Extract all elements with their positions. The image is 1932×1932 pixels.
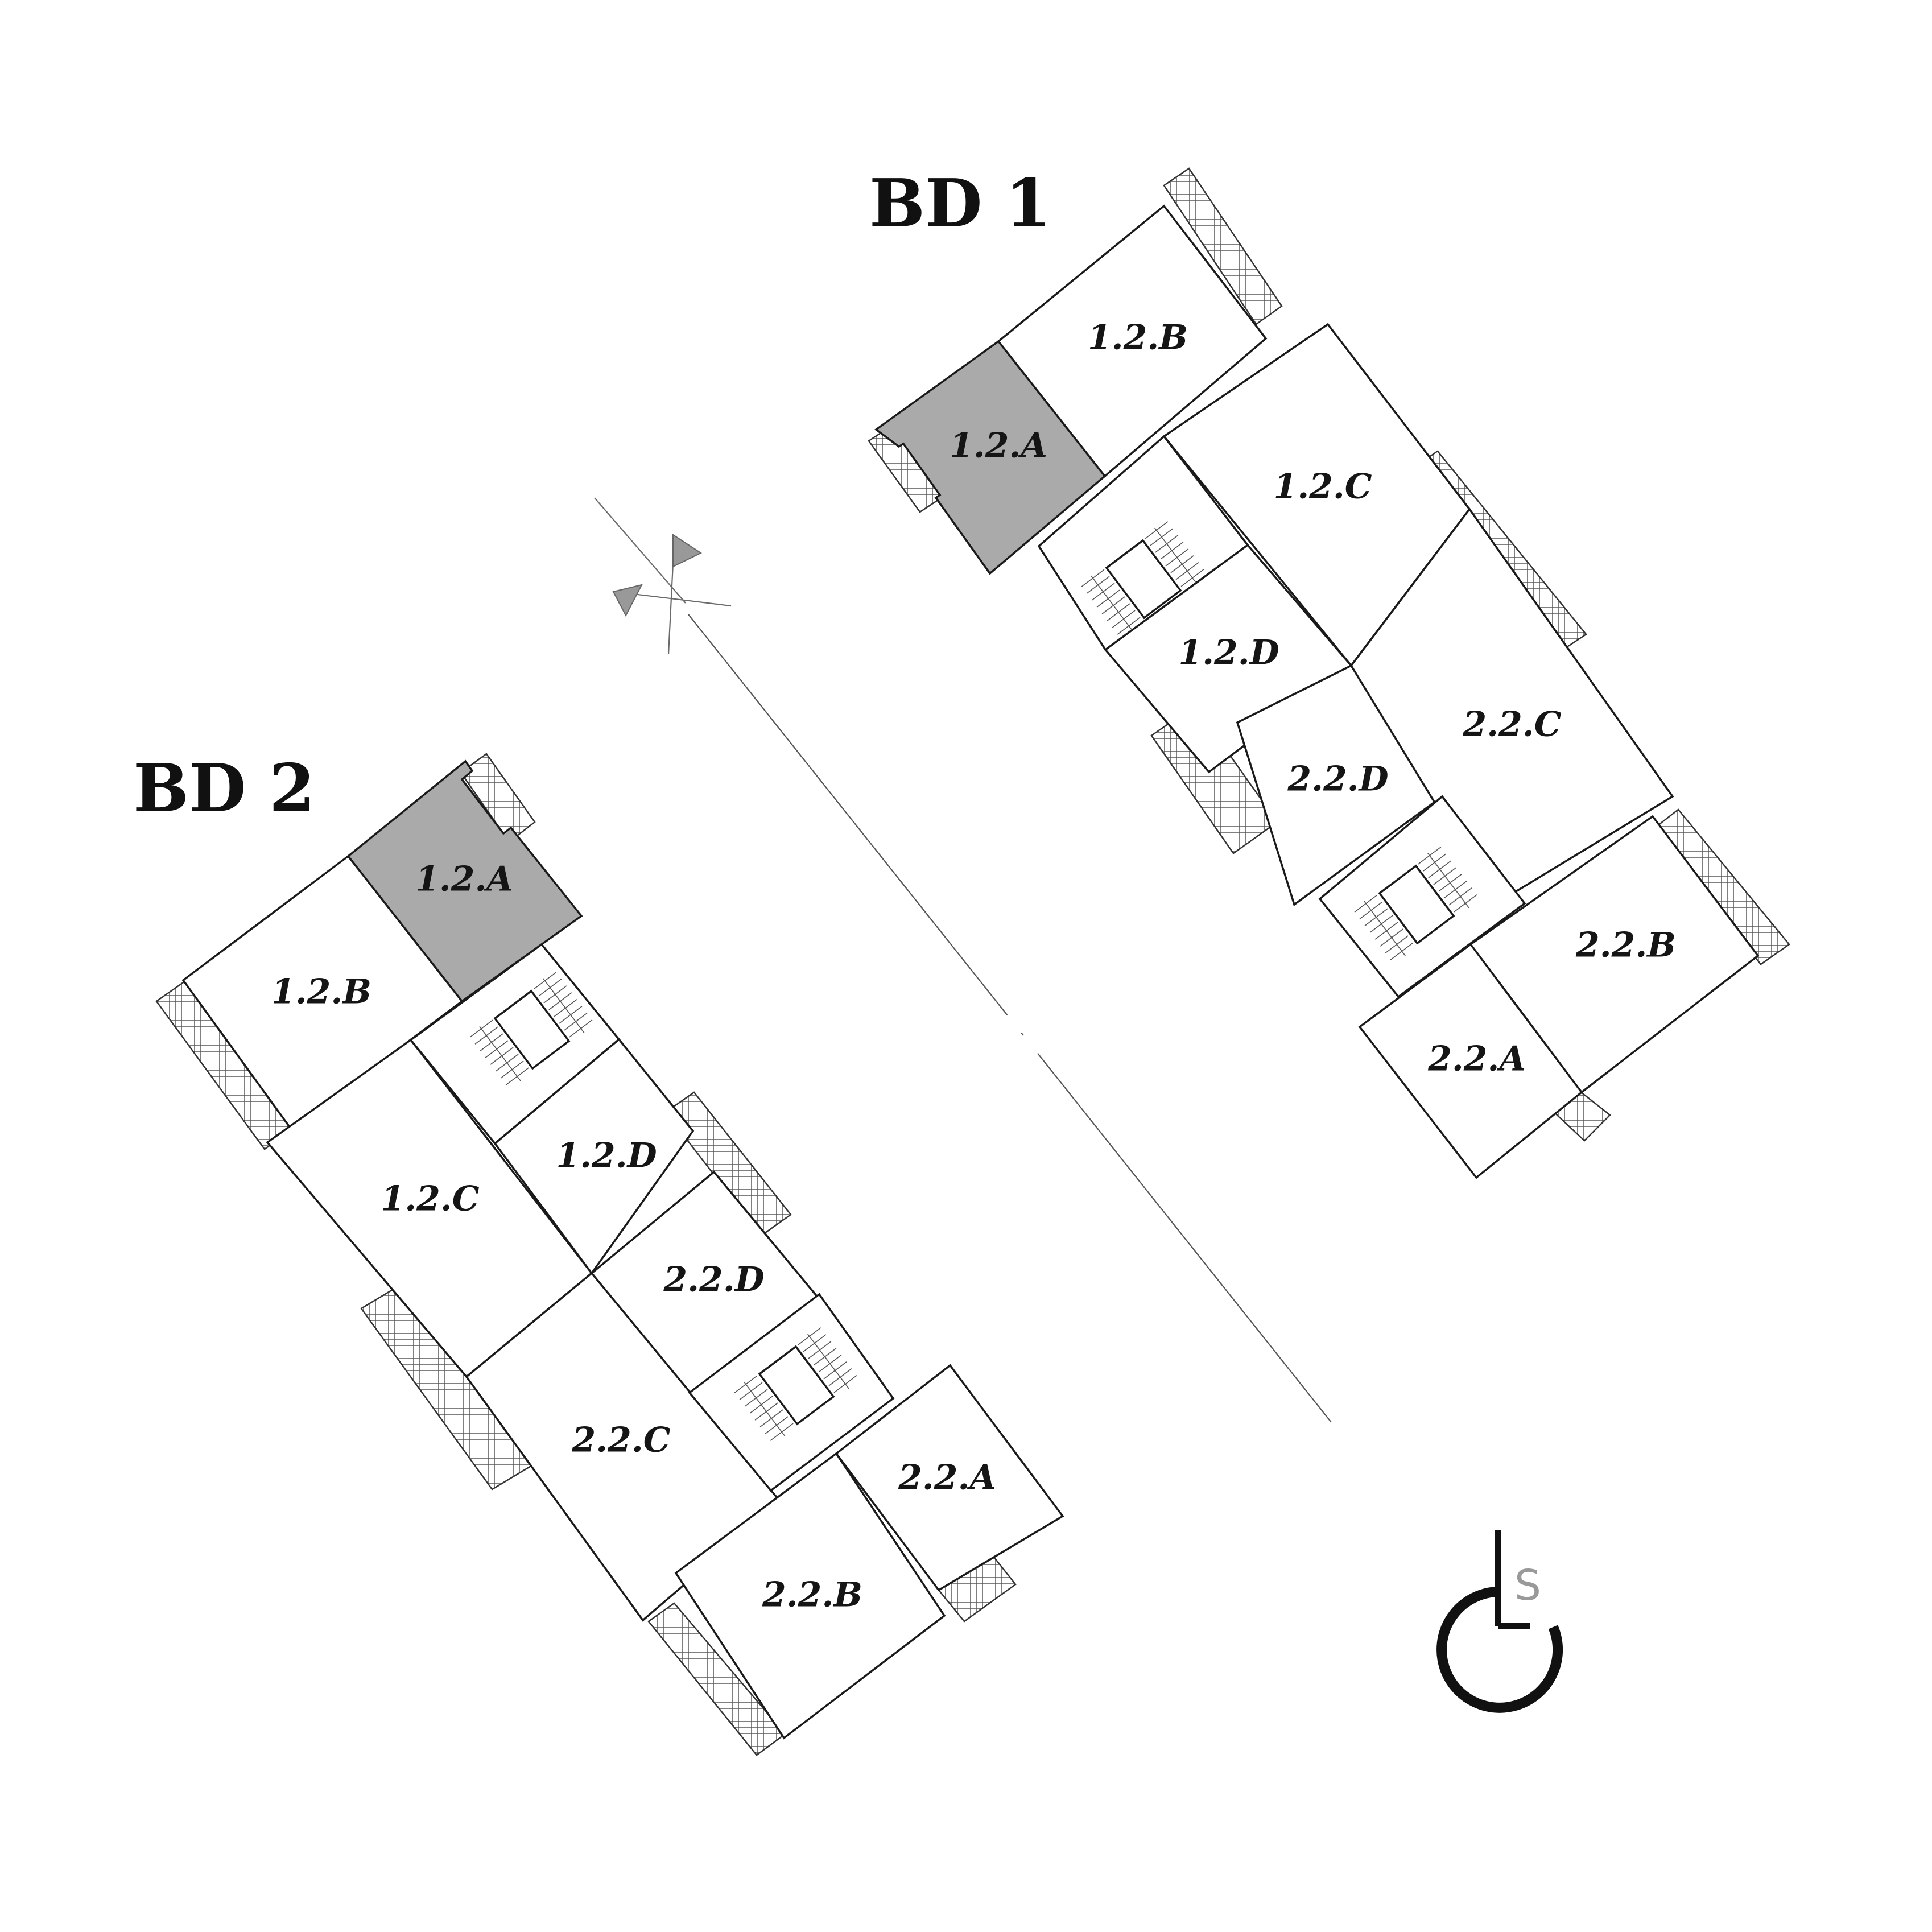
compass-flag-icon [672, 534, 703, 568]
unit-label: 2.2.B [762, 1575, 862, 1615]
unit-label: 2.2.C [571, 1421, 670, 1460]
stair-core-1 [1037, 435, 1249, 651]
stairwell-detail [1354, 847, 1477, 960]
unit-label: 1.2.C [1273, 467, 1372, 507]
unit-polygon-1-2-A[interactable] [874, 340, 1107, 575]
logo: LS S [1436, 1530, 1563, 1713]
unit-label: 2.2.B [1575, 926, 1676, 965]
stair-core-2 [1318, 795, 1526, 998]
unit-label: 1.2.D [556, 1136, 657, 1176]
balcony [1163, 167, 1283, 325]
building-1-title: BD 1 [869, 165, 1051, 242]
stairwell-detail [469, 972, 593, 1085]
unit-polygon-2-2-A[interactable] [835, 1364, 1064, 1592]
north-compass [594, 497, 732, 655]
unit-label: 2.2.D [1287, 759, 1388, 799]
unit-polygon-1-2-B[interactable] [181, 854, 464, 1131]
building-2-plan: 1.2.A 1.2.B 1.2.D 1.2.C 2.2.D 2.2.C 2.2.… [155, 753, 1064, 1756]
compass-flag-icon [612, 584, 643, 617]
unit-label: 1.2.B [271, 972, 371, 1012]
unit-polygon-1-2-D[interactable] [493, 1038, 695, 1275]
unit-label: 2.2.A [1427, 1039, 1526, 1079]
unit-label: 2.2.A [898, 1458, 996, 1498]
unit-polygon-2-2-A[interactable] [1358, 943, 1583, 1179]
building-1-plan: 1.2.B 1.2.A 1.2.C 1.2.D 2.2.D 2.2.C 2.2.… [868, 167, 1790, 1179]
unit-polygon-2-2-B[interactable] [674, 1452, 946, 1740]
unit-label: 1.2.D [1178, 633, 1279, 673]
logo-s-glyph: S [1514, 1561, 1541, 1610]
site-axis-line [688, 614, 1332, 1423]
building-2-title: BD 2 [133, 750, 315, 827]
unit-label: 1.2.B [1088, 318, 1188, 358]
stairwell-detail [734, 1327, 857, 1441]
unit-label: 1.2.A [950, 426, 1047, 466]
unit-label: 2.2.C [1462, 705, 1561, 745]
unit-label: 2.2.D [663, 1260, 764, 1300]
unit-label: 1.2.A [415, 860, 513, 899]
stair-core-4 [688, 1293, 895, 1492]
stairwell-detail [1081, 521, 1204, 635]
unit-label: 1.2.C [381, 1179, 479, 1219]
